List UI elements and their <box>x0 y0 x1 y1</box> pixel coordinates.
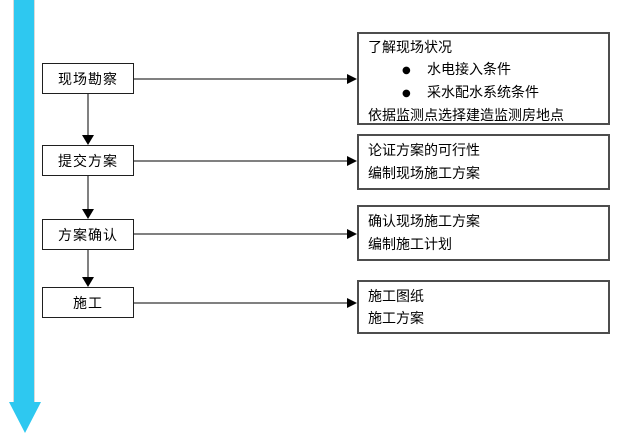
bullet-icon: ● <box>402 88 411 99</box>
detail-line: 编制现场施工方案 <box>368 163 602 186</box>
arrowhead-right-icon <box>347 74 357 84</box>
step-box-site-survey: 现场勘察 <box>42 63 134 94</box>
detail-text: 确认现场施工方案 <box>368 214 480 230</box>
step-box-submit-plan: 提交方案 <box>42 145 134 176</box>
detail-box-submit-plan: 论证方案的可行性 编制现场施工方案 <box>357 134 610 190</box>
detail-text: 依据监测点选择建造监测房地点 <box>368 108 564 124</box>
arrowhead-right-icon <box>347 229 357 239</box>
connector-line <box>87 250 89 277</box>
step-box-plan-confirmation: 方案确认 <box>42 219 134 250</box>
arrowhead-down-icon <box>82 277 94 287</box>
arrowhead-down-icon <box>82 135 94 145</box>
step-label: 提交方案 <box>58 153 118 170</box>
connector-line <box>134 78 347 80</box>
bullet-icon: ● <box>402 65 411 76</box>
detail-line: 依据监测点选择建造监测房地点 <box>368 105 602 127</box>
detail-box-plan-confirmation: 确认现场施工方案 编制施工计划 <box>357 205 610 261</box>
arrowhead-right-icon <box>347 298 357 308</box>
detail-text: 编制现场施工方案 <box>368 166 480 182</box>
detail-line: 施工方案 <box>368 308 602 330</box>
detail-bullet-line: ● 采水配水系统条件 <box>402 82 602 105</box>
detail-line: 确认现场施工方案 <box>368 211 602 234</box>
arrowhead-down-icon <box>82 209 94 219</box>
detail-text: 施工图纸 <box>368 289 424 305</box>
detail-line: 施工图纸 <box>368 286 602 308</box>
detail-box-site-survey: 了解现场状况 ● 水电接入条件 ● 采水配水系统条件 依据监测点选择建造监测房地点 <box>357 32 610 125</box>
arrowhead-right-icon <box>347 156 357 166</box>
connector-line <box>134 233 347 235</box>
detail-text: 了解现场状况 <box>368 40 452 56</box>
connector-line <box>134 302 347 304</box>
detail-line: 编制施工计划 <box>368 234 602 257</box>
detail-line: 论证方案的可行性 <box>368 140 602 163</box>
cyan-arrow-head-icon <box>9 402 41 433</box>
detail-text: 编制施工计划 <box>368 237 452 253</box>
cyan-arrow-shaft <box>13 0 35 402</box>
detail-text: 论证方案的可行性 <box>368 143 480 159</box>
step-box-construction: 施工 <box>42 287 134 318</box>
step-label: 方案确认 <box>58 227 118 244</box>
step-label: 施工 <box>73 295 103 312</box>
connector-line <box>87 94 89 135</box>
detail-text: 施工方案 <box>368 311 424 327</box>
detail-text: 水电接入条件 <box>427 62 511 78</box>
connector-line <box>134 160 347 162</box>
detail-line: 了解现场状况 <box>368 37 602 59</box>
connector-line <box>87 176 89 209</box>
detail-bullet-line: ● 水电接入条件 <box>402 59 602 82</box>
step-label: 现场勘察 <box>58 71 118 88</box>
detail-box-construction: 施工图纸 施工方案 <box>357 280 610 334</box>
detail-text: 采水配水系统条件 <box>427 85 539 101</box>
